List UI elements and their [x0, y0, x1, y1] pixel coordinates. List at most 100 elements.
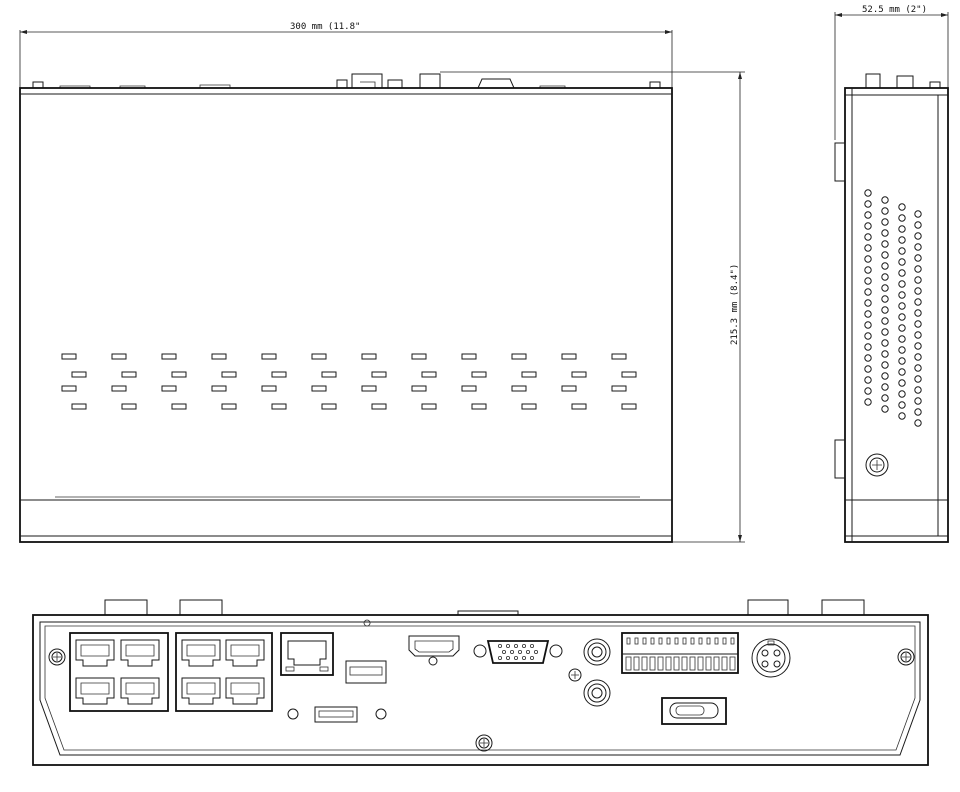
side-vent-hole: [864, 299, 872, 307]
side-vent-hole: [864, 222, 872, 230]
side-vent-hole: [881, 207, 889, 215]
screw-icon: [475, 734, 493, 752]
side-vent-hole: [914, 386, 922, 394]
side-vent-hole: [881, 306, 889, 314]
vent-slot: [261, 353, 277, 360]
side-vent-hole: [864, 233, 872, 241]
terminal-screw: [626, 637, 631, 645]
side-vent-hole: [914, 419, 922, 427]
side-vent-hole: [881, 405, 889, 413]
terminal-pin: [625, 656, 632, 671]
side-vent-hole: [914, 331, 922, 339]
side-vent-hole: [898, 269, 906, 277]
screw-icon: [48, 648, 66, 666]
side-vent-hole: [914, 254, 922, 262]
side-vent-hole: [881, 350, 889, 358]
vent-slot: [211, 385, 227, 392]
terminal-screw: [690, 637, 695, 645]
vent-slot: [411, 385, 427, 392]
vga-pin: [518, 650, 523, 655]
side-vent-hole: [914, 320, 922, 328]
screw-icon: [897, 648, 915, 666]
terminal-pin: [673, 656, 680, 671]
vent-slot: [321, 371, 337, 378]
side-vent-hole: [881, 383, 889, 391]
ethernet-port: [225, 639, 265, 667]
power-switch: [661, 697, 727, 725]
top-view: 300 mm (11.8" 215.3 mm (8.4"): [19, 22, 745, 543]
vent-slot: [621, 371, 637, 378]
vent-slot: [221, 403, 237, 410]
side-vent-hole: [898, 390, 906, 398]
vga-pin: [526, 650, 531, 655]
terminal-pin: [681, 656, 688, 671]
side-vent-hole: [898, 346, 906, 354]
terminal-screw: [682, 637, 687, 645]
vga-pin: [505, 644, 510, 649]
ethernet-port: [225, 677, 265, 705]
side-vent-holes: [864, 189, 922, 427]
side-vent-hole: [864, 332, 872, 340]
terminal-pin: [713, 656, 720, 671]
side-vent-hole: [898, 335, 906, 343]
side-vent-hole: [914, 298, 922, 306]
vga-pin: [530, 644, 535, 649]
side-vent-hole: [898, 258, 906, 266]
vga-pin: [497, 644, 502, 649]
terminal-pin: [697, 656, 704, 671]
side-vent-hole: [881, 339, 889, 347]
side-vent-hole: [914, 265, 922, 273]
side-vent-hole: [914, 221, 922, 229]
side-vent-hole: [898, 412, 906, 420]
vga-pin: [522, 656, 527, 661]
vent-slot: [411, 353, 427, 360]
terminal-pin: [633, 656, 640, 671]
vent-slot: [311, 385, 327, 392]
poe-ethernet-block-right: [175, 632, 273, 712]
side-vent-hole: [864, 354, 872, 362]
vent-slot: [571, 403, 587, 410]
side-vent-hole: [864, 277, 872, 285]
vent-slot: [471, 371, 487, 378]
side-vent-hole: [881, 295, 889, 303]
rear-panel-outline: [32, 614, 929, 766]
vent-slot: [561, 353, 577, 360]
vent-slot: [61, 385, 77, 392]
side-vent-hole: [914, 243, 922, 251]
vent-slot: [171, 403, 187, 410]
reset-icon: [363, 619, 371, 627]
side-vent-hole: [881, 240, 889, 248]
vent-slot: [461, 385, 477, 392]
led-indicator: [287, 708, 299, 720]
vga-port: [473, 640, 563, 664]
side-vent-hole: [864, 266, 872, 274]
terminal-screw: [674, 637, 679, 645]
depth-dimension: 52.5 mm (2"): [834, 5, 949, 140]
side-vent-hole: [864, 211, 872, 219]
side-vent-hole: [864, 387, 872, 395]
side-vent-hole: [864, 398, 872, 406]
vent-slot: [461, 353, 477, 360]
vent-slot: [61, 353, 77, 360]
terminal-screw: [658, 637, 663, 645]
side-vent-hole: [864, 255, 872, 263]
width-dimension: 300 mm (11.8": [19, 22, 673, 90]
vga-pin: [534, 650, 539, 655]
side-vent-hole: [864, 244, 872, 252]
vga-pin: [497, 656, 502, 661]
vent-slot: [511, 385, 527, 392]
vent-slot: [421, 371, 437, 378]
vent-slot: [571, 371, 587, 378]
side-vent-hole: [914, 397, 922, 405]
side-vent-hole: [881, 262, 889, 270]
vent-slot: [71, 371, 87, 378]
side-vent-hole: [914, 232, 922, 240]
side-vent-hole: [864, 376, 872, 384]
terminal-screw: [706, 637, 711, 645]
vent-slot: [111, 385, 127, 392]
vent-slot: [211, 353, 227, 360]
side-vent-hole: [898, 401, 906, 409]
vent-slot: [71, 403, 87, 410]
vent-slot: [361, 385, 377, 392]
side-vent-hole: [898, 379, 906, 387]
